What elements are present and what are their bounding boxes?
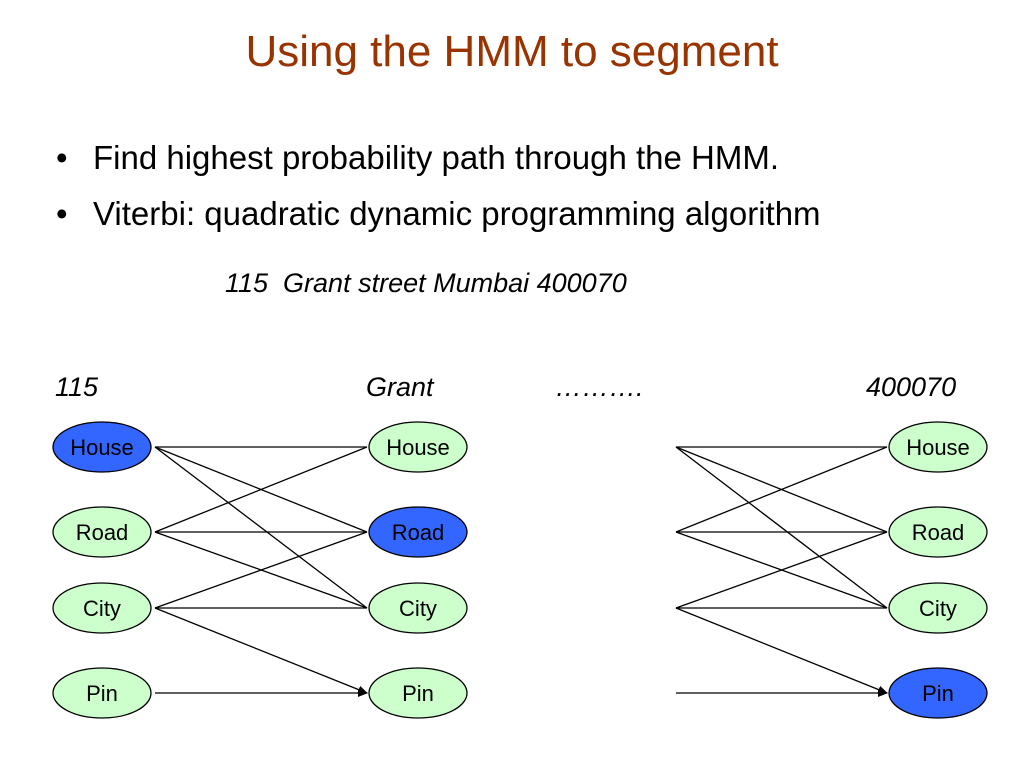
state-ellipse xyxy=(368,582,468,634)
transition-edges xyxy=(154,446,888,697)
state-node-road: Road xyxy=(888,506,988,558)
example-address: 115 Grant street Mumbai 400070 xyxy=(225,268,627,298)
bullet-text: Find highest probability path through th… xyxy=(93,139,780,176)
state-label: House xyxy=(386,435,450,460)
state-node-pin: Pin xyxy=(888,667,988,719)
transition-final-house-to-city xyxy=(675,446,888,609)
transition-city-to-pin xyxy=(154,607,368,694)
transition-final-city-to-pin xyxy=(675,607,888,694)
state-ellipse xyxy=(368,667,468,719)
slide-title: Using the HMM to segment xyxy=(245,27,779,76)
transition-road-to-house xyxy=(154,446,368,533)
state-label: Pin xyxy=(86,681,118,706)
state-ellipse xyxy=(888,506,988,558)
column-label-ellipsis: ………. xyxy=(555,372,644,402)
state-label: Pin xyxy=(922,681,954,706)
state-label: City xyxy=(919,596,957,621)
transition-house-to-city xyxy=(154,446,368,609)
bullet-dot-icon: • xyxy=(56,195,68,232)
state-ellipse xyxy=(52,506,152,558)
state-label: Pin xyxy=(402,681,434,706)
state-label: Road xyxy=(76,520,129,545)
state-ellipse xyxy=(368,421,468,473)
state-node-city: City xyxy=(888,582,988,634)
state-ellipse xyxy=(888,421,988,473)
transition-city-to-road xyxy=(154,531,368,609)
transition-final-road-to-house xyxy=(675,446,888,533)
state-node-pin: Pin xyxy=(368,667,468,719)
state-node-house: House xyxy=(368,421,468,473)
state-ellipse xyxy=(52,667,152,719)
state-ellipse xyxy=(52,582,152,634)
state-label: Road xyxy=(912,520,965,545)
state-label: City xyxy=(83,596,121,621)
state-node-city: City xyxy=(52,582,152,634)
state-ellipse xyxy=(888,667,988,719)
state-label: House xyxy=(70,435,134,460)
state-node-road: Road xyxy=(52,506,152,558)
state-node-house: House xyxy=(888,421,988,473)
state-ellipse xyxy=(52,421,152,473)
state-ellipse xyxy=(888,582,988,634)
state-node-pin: Pin xyxy=(52,667,152,719)
state-ellipse xyxy=(368,506,468,558)
bullet-dot-icon: • xyxy=(56,139,68,176)
transition-final-city-to-road xyxy=(675,531,888,609)
state-node-road: Road xyxy=(368,506,468,558)
state-node-house: House xyxy=(52,421,152,473)
state-label: House xyxy=(906,435,970,460)
column-label-400070: 400070 xyxy=(866,372,957,402)
state-label: City xyxy=(399,596,437,621)
column-label-grant: Grant xyxy=(366,372,434,402)
state-label: Road xyxy=(392,520,445,545)
column-label-115: 115 xyxy=(55,372,99,402)
bullet-text: Viterbi: quadratic dynamic programming a… xyxy=(93,195,821,232)
state-node-city: City xyxy=(368,582,468,634)
